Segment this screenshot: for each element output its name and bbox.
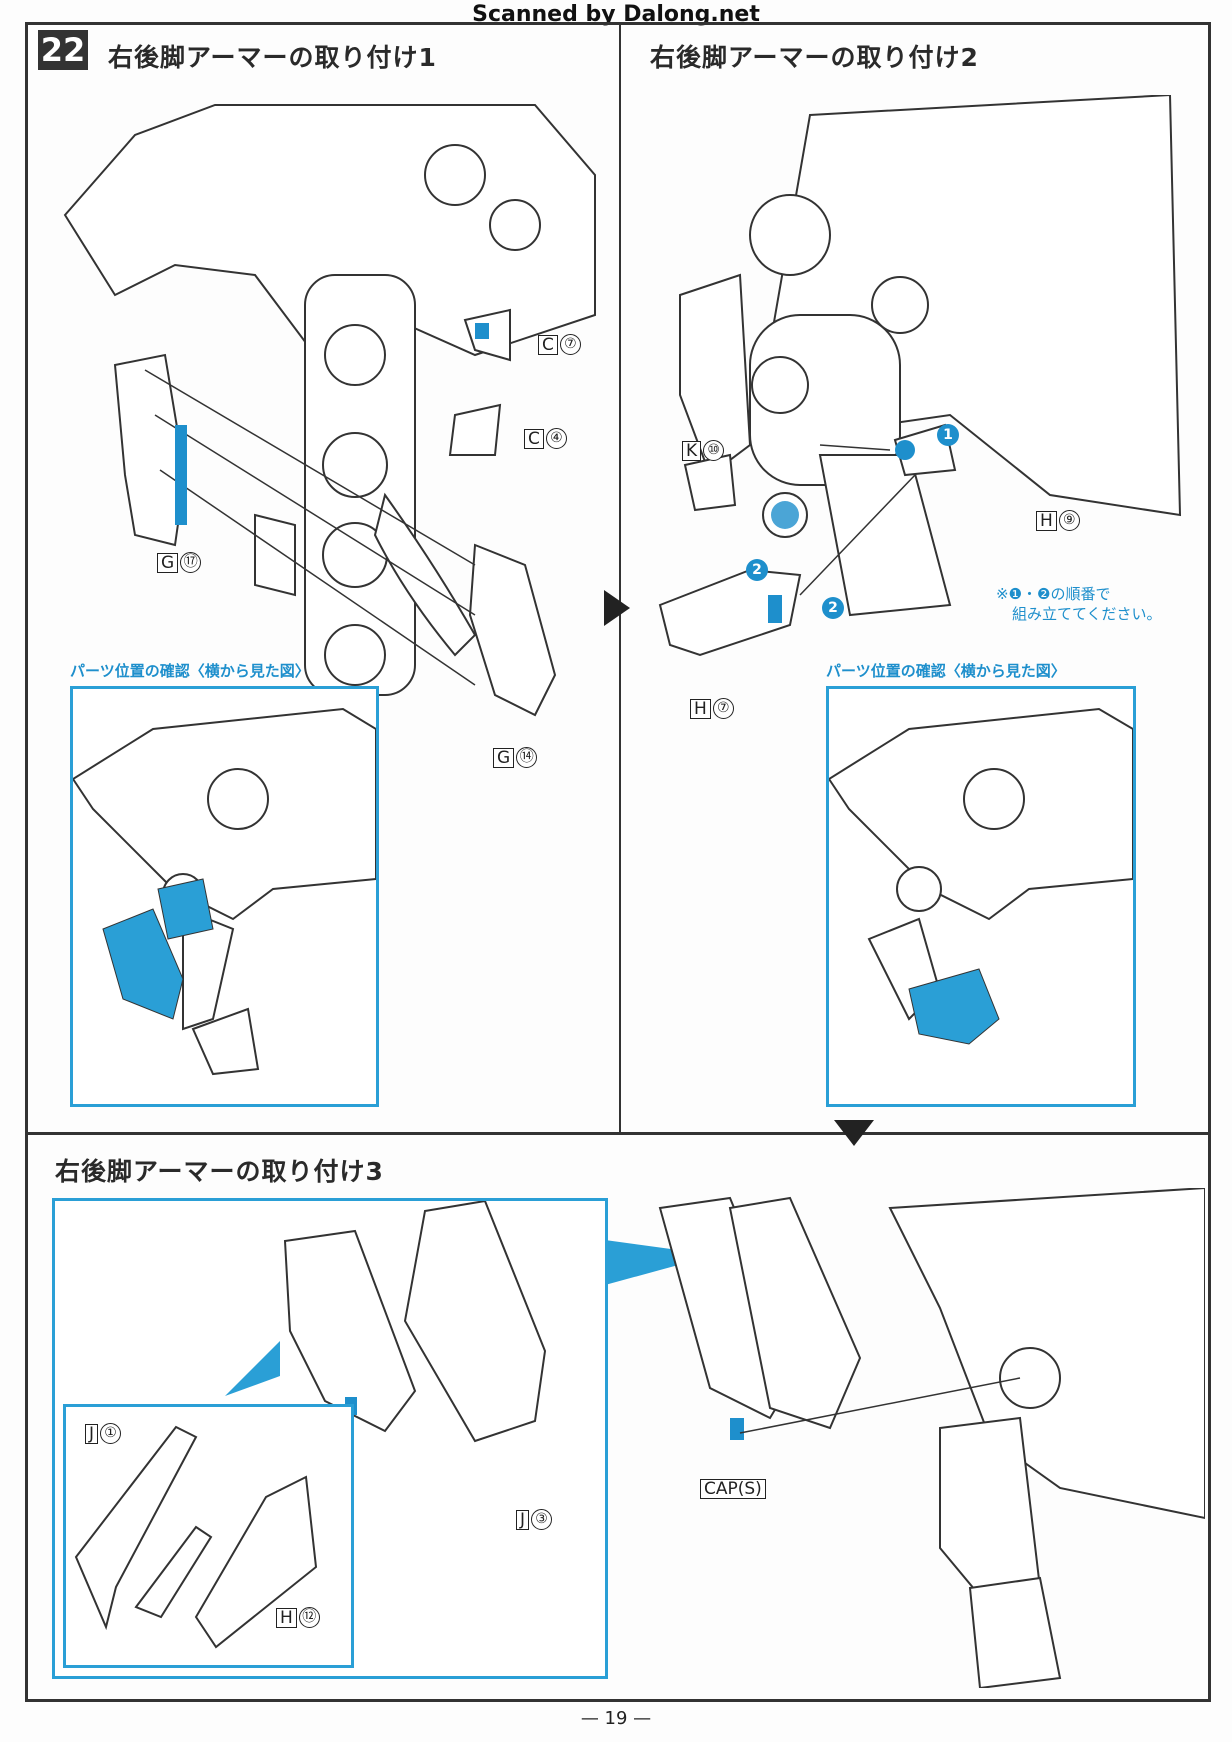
armor-assembly-diagram — [225, 1199, 547, 1443]
divider-vertical — [619, 22, 621, 1134]
page-frame — [25, 22, 1211, 1702]
inset-caption-2: パーツ位置の確認〈横から見た図〉 — [826, 662, 1066, 680]
inset-caption-1: パーツ位置の確認〈横から見た図〉 — [70, 662, 310, 680]
divider-horizontal — [25, 1132, 1211, 1135]
arrow-right-icon — [604, 590, 630, 626]
inner-parts-diagram — [74, 1425, 318, 1649]
order-marker-2a: 2 — [746, 559, 768, 581]
leg-armor-diagram-2 — [658, 95, 1182, 657]
part-label-cap-s: CAP(S) — [700, 1479, 766, 1499]
side-view-diagram-1 — [71, 707, 377, 1076]
step-number: 22 — [38, 30, 88, 70]
final-assembly-diagram — [658, 1188, 1205, 1688]
leg-armor-diagram-1 — [63, 104, 596, 717]
order-marker-2b: 2 — [822, 597, 844, 619]
section-title-2: 右後脚アーマーの取り付け2 — [650, 43, 979, 72]
order-note: ※❶・❷の順番で 組み立ててください。 — [996, 584, 1162, 624]
arrow-down-icon — [834, 1120, 874, 1146]
side-view-inset-2 — [826, 686, 1136, 1107]
section-title-1: 右後脚アーマーの取り付け1 — [108, 43, 437, 72]
side-view-diagram-2 — [827, 707, 1134, 1045]
section-title-3: 右後脚アーマーの取り付け3 — [55, 1157, 384, 1186]
order-note-line2: 組み立ててください。 — [1012, 605, 1162, 623]
order-note-line1: ※❶・❷の順番で — [996, 585, 1111, 603]
order-marker-1: 1 — [937, 424, 959, 446]
page-number: — 19 — — [580, 1708, 652, 1729]
side-view-inset-1 — [70, 686, 379, 1107]
assembly-box-3 — [52, 1198, 608, 1679]
